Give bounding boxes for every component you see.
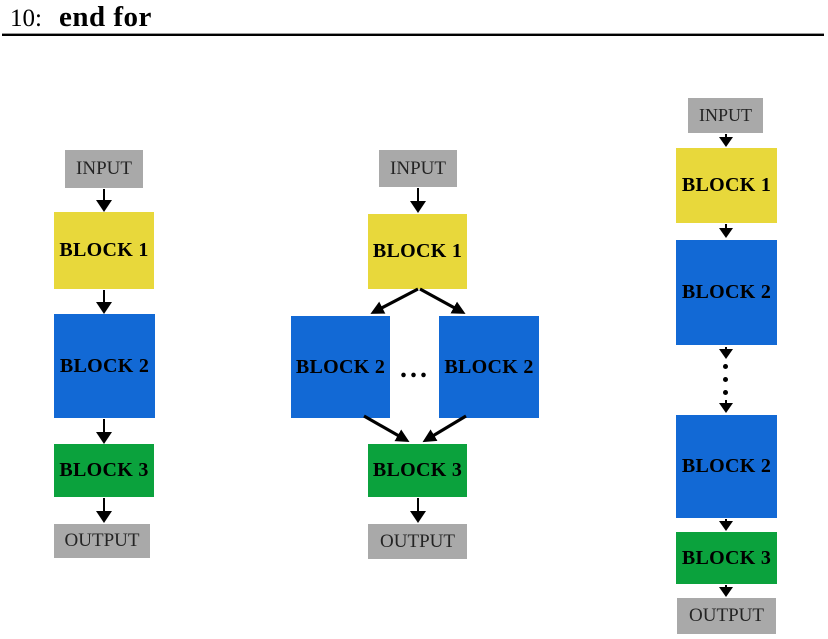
flow2-arrow-input-block1-icon bbox=[410, 188, 426, 213]
flow1-arrow-block1-block2-icon bbox=[96, 290, 112, 314]
flow1-block3-box: BLOCK 3 bbox=[54, 444, 154, 497]
flow3-output-box: OUTPUT bbox=[677, 598, 776, 634]
flow3-block2-first-box: BLOCK 2 bbox=[676, 240, 777, 345]
flow1-block1-box: BLOCK 1 bbox=[54, 212, 154, 289]
flow2-block3-box: BLOCK 3 bbox=[368, 444, 467, 497]
flow1-output-box: OUTPUT bbox=[54, 524, 150, 558]
algorithm-line: 10: end for bbox=[10, 1, 152, 34]
algorithm-line-number: 10: bbox=[10, 5, 42, 32]
flow3-arrow-block2-dots-icon bbox=[719, 347, 733, 359]
flow2-horizontal-ellipsis: ... bbox=[400, 353, 430, 384]
flow2-arrow-block3-output-icon bbox=[410, 498, 426, 523]
flow2-block2-right-box: BLOCK 2 bbox=[439, 316, 539, 418]
flow2-block2-left-box: BLOCK 2 bbox=[291, 316, 390, 418]
flow3-input-box: INPUT bbox=[688, 98, 763, 133]
flow3-block3-box: BLOCK 3 bbox=[676, 532, 777, 584]
flow2-merge-arrows-icon bbox=[363, 414, 467, 443]
flow1-arrow-block2-block3-icon bbox=[96, 419, 112, 444]
flow1-block2-box: BLOCK 2 bbox=[54, 314, 155, 418]
flow3-arrow-block1-block2-icon bbox=[719, 224, 733, 238]
flow3-arrow-input-block1-icon bbox=[719, 134, 733, 147]
flow3-arrow-block2-block3-icon bbox=[719, 519, 733, 531]
flow3-arrow-dots-block2-icon bbox=[719, 400, 733, 413]
horizontal-rule bbox=[2, 33, 824, 36]
flow1-arrow-block3-output-icon bbox=[96, 498, 112, 523]
algorithm-end-for-statement: end for bbox=[58, 1, 152, 33]
flow2-split-arrows-icon bbox=[370, 287, 466, 314]
flow3-block2-last-box: BLOCK 2 bbox=[676, 415, 777, 518]
flow2-output-box: OUTPUT bbox=[368, 524, 467, 559]
flow3-vertical-ellipsis bbox=[723, 364, 728, 395]
flow1-arrow-input-block1-icon bbox=[96, 189, 112, 212]
flow3-block1-box: BLOCK 1 bbox=[676, 148, 777, 223]
flow2-block1-box: BLOCK 1 bbox=[368, 214, 467, 289]
flow1-input-box: INPUT bbox=[65, 150, 143, 188]
flow2-input-box: INPUT bbox=[379, 150, 457, 187]
flow3-arrow-block3-output-icon bbox=[719, 585, 733, 597]
